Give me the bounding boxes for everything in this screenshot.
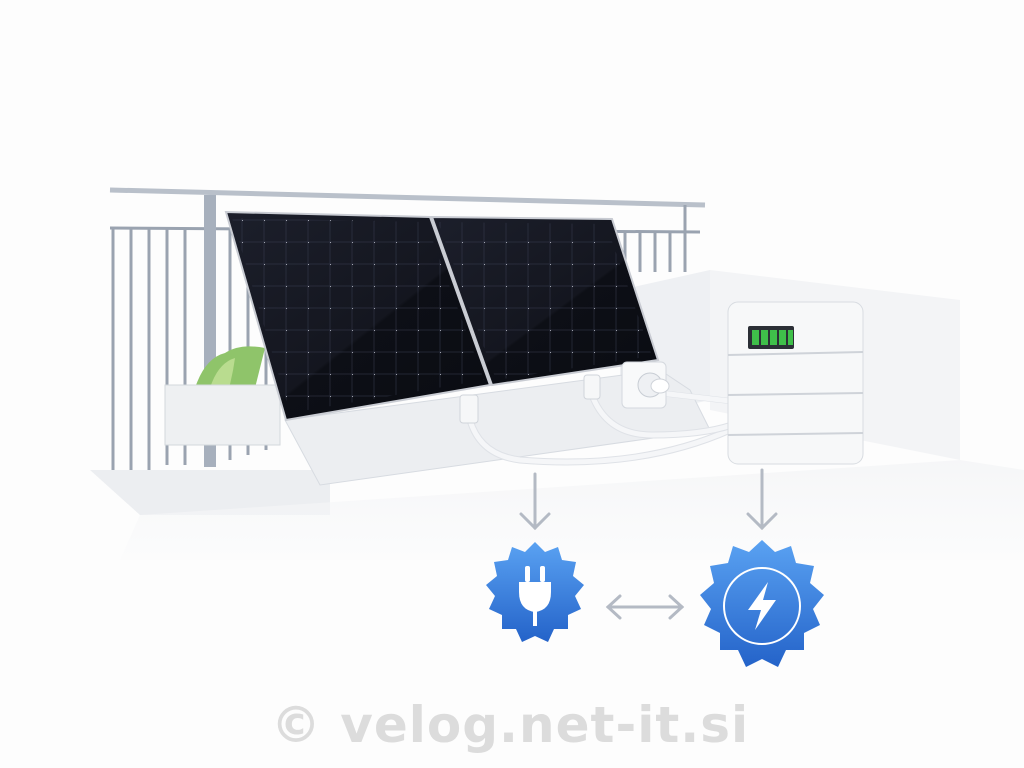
battery-level-indicator bbox=[748, 326, 794, 349]
wall-socket bbox=[621, 361, 670, 409]
bidirectional-arrow bbox=[605, 594, 685, 620]
planter-with-plants bbox=[164, 346, 281, 446]
energy-lightning-badge bbox=[700, 540, 824, 667]
watermark: © velog.net-it.si bbox=[270, 696, 750, 754]
junction-box-right bbox=[583, 374, 601, 400]
lightning-icon bbox=[748, 582, 776, 630]
grid-plug-badge bbox=[486, 542, 584, 642]
solar-panel-left bbox=[224, 210, 492, 422]
cables bbox=[466, 390, 736, 466]
plug-icon bbox=[519, 566, 551, 626]
down-arrow-left bbox=[519, 472, 551, 531]
solar-panel-right bbox=[430, 215, 660, 387]
balcony-railing bbox=[109, 187, 706, 470]
down-arrow-right bbox=[746, 468, 778, 531]
junction-box-left bbox=[459, 394, 479, 424]
home-battery bbox=[727, 301, 864, 465]
